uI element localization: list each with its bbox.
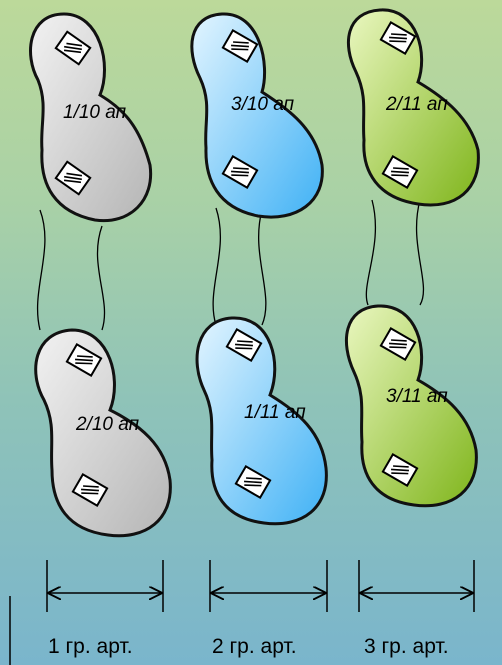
- hatched-rectangle-icon: [381, 154, 419, 190]
- group-2-dimension: [209, 560, 328, 612]
- pod-label: 3/11 ап: [386, 386, 448, 407]
- pod-label: 2/10 ап: [75, 414, 140, 435]
- hatched-rectangle-icon: [381, 452, 419, 488]
- pod-label: 2/11 ап: [385, 94, 448, 115]
- hatched-rectangle-icon: [54, 160, 92, 196]
- pod-top-3: 2/11 ап: [347, 8, 480, 207]
- pod-label: 3/10 ап: [231, 94, 295, 115]
- pod-bottom-1: 2/10 ап: [34, 328, 172, 538]
- connection-lines: [36, 199, 425, 331]
- hatched-rectangle-icon: [379, 326, 417, 362]
- pod-label: 1/11 ап: [244, 402, 306, 423]
- pod-label: 1/10 ап: [63, 102, 127, 123]
- connection-line-1a: [36, 209, 46, 331]
- hatched-rectangle-icon: [225, 327, 263, 363]
- connection-line-3a: [365, 199, 377, 306]
- connection-line-2a: [212, 207, 222, 326]
- pod-bottom-2: 1/11 ап: [195, 316, 328, 526]
- hatched-rectangle-icon: [234, 464, 272, 500]
- hatched-rectangle-icon: [221, 154, 259, 190]
- connection-line-2b: [258, 209, 267, 326]
- pod-top-1: 1/10 ап: [29, 12, 153, 223]
- group-label: 2 гр. арт.: [212, 635, 297, 658]
- group-1-dimension: [46, 560, 164, 612]
- hatched-rectangle-icon: [71, 472, 109, 508]
- group-3-dimension: [358, 560, 475, 612]
- pod-bottom-3: 3/11 ап: [344, 304, 478, 508]
- connection-line-1b: [96, 225, 106, 331]
- group-label: 3 гр. арт.: [364, 635, 449, 658]
- group-dimensions: [9, 560, 475, 665]
- hatched-rectangle-icon: [379, 20, 417, 56]
- hatched-rectangle-icon: [221, 28, 259, 64]
- hatched-rectangle-icon: [54, 30, 92, 66]
- pod-top-2: 3/10 ап: [190, 12, 324, 219]
- group-label: 1 гр. арт.: [48, 635, 133, 658]
- hatched-rectangle-icon: [65, 342, 103, 378]
- connection-line-3b: [415, 199, 425, 306]
